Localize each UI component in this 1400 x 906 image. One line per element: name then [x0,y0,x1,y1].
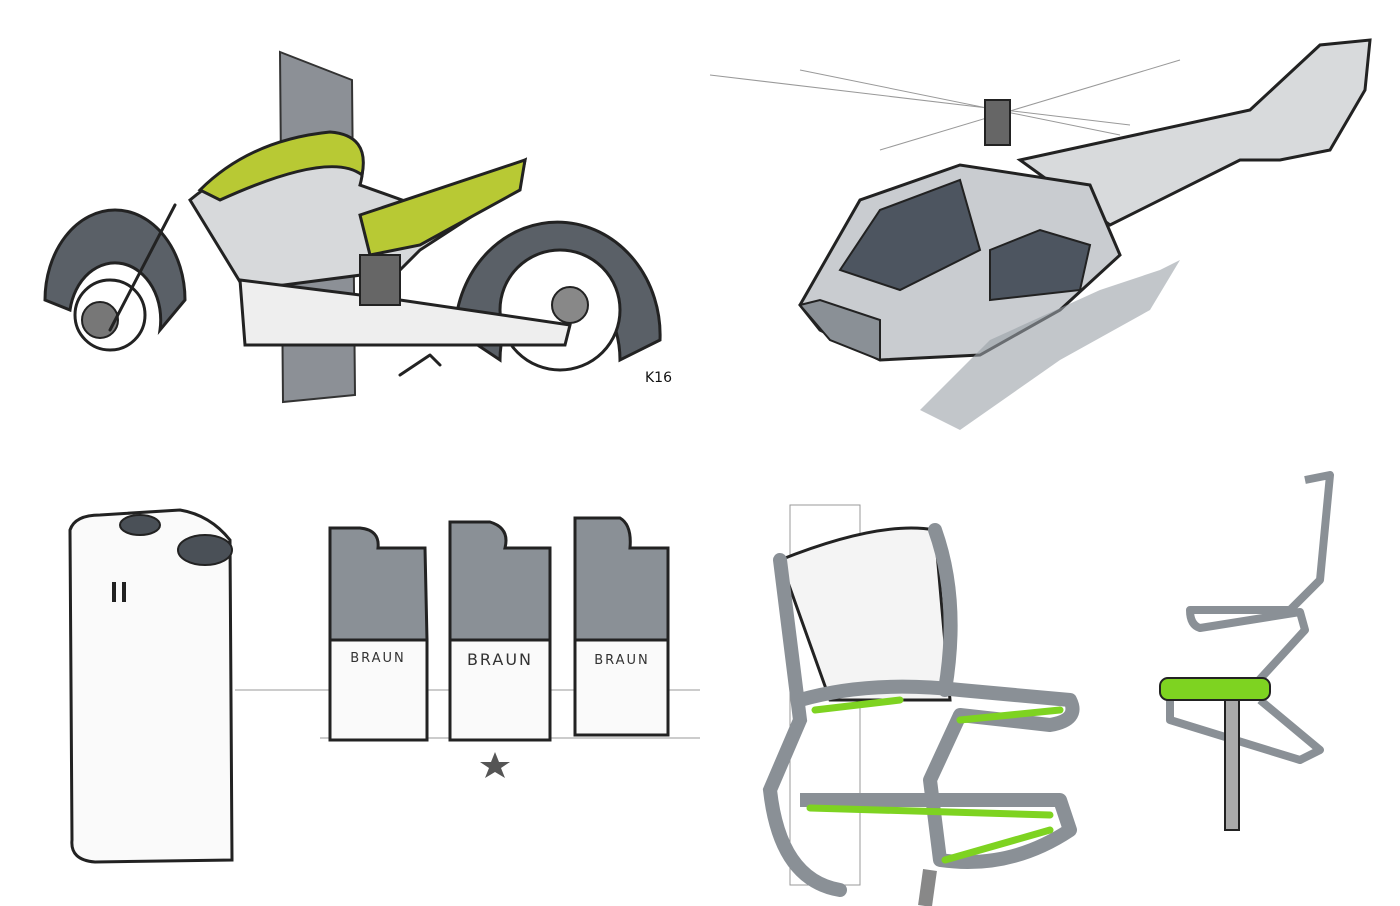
lighter-3: BRAUN [573,516,670,737]
brand-label: BRAUN [350,651,406,666]
brand-label: BRAUN [467,650,533,669]
chair-sketch [762,471,1334,906]
helicopter-sketch [709,38,1372,430]
motorcycle-sketch: K16 [43,50,672,404]
star-icon [480,752,510,778]
artist-signature: K16 [645,370,672,386]
lighters-sketch: BRAUN BRAUN BRAUN [68,508,700,864]
lighter-1: BRAUN [328,526,429,742]
lighter-2: BRAUN [448,520,552,778]
brand-label: BRAUN [594,653,650,668]
